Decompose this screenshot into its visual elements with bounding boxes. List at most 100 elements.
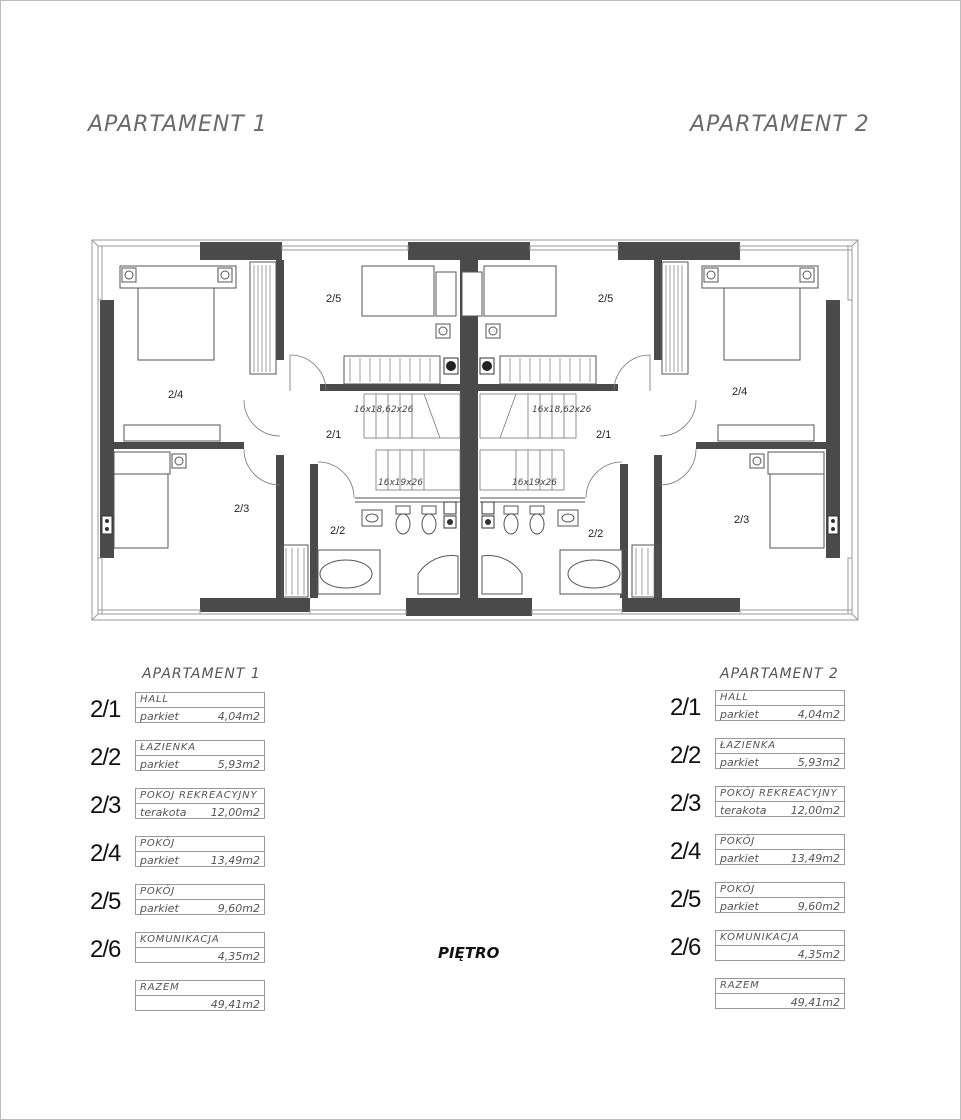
stair-dim-r-upper: 16x18,62x26 xyxy=(532,405,592,415)
desks xyxy=(123,424,815,442)
boiler-symbols xyxy=(443,357,495,375)
room-row: 2/6 KOMUNIKACJA 4,35m2 xyxy=(90,932,310,968)
room-area: 4,35m2 xyxy=(217,950,260,963)
room-name: KOMUNIKACJA xyxy=(720,932,800,943)
room-label-l-2-5: 2/5 xyxy=(326,293,341,305)
room-floor: parkiet xyxy=(720,852,759,865)
room-area: 13,49m2 xyxy=(790,852,840,865)
room-label-l-2-1: 2/1 xyxy=(326,429,341,441)
room-box: POKÓJ parkiet 9,60m2 xyxy=(135,884,265,916)
room-name: HALL xyxy=(720,692,749,703)
stair-dim-r-lower: 16x19x26 xyxy=(512,478,557,488)
room-area: 4,04m2 xyxy=(797,708,840,721)
room-floor: parkiet xyxy=(140,758,179,771)
room-box: KOMUNIKACJA 4,35m2 xyxy=(135,932,265,964)
room-label-r-2-2: 2/2 xyxy=(588,528,603,540)
total-area: 49,41m2 xyxy=(210,998,260,1011)
bathroom-fixtures xyxy=(317,505,623,595)
lamp-symbols xyxy=(121,267,815,469)
room-number: 2/5 xyxy=(670,886,701,913)
room-name: HALL xyxy=(140,694,169,705)
wardrobe-hatch xyxy=(253,265,683,595)
walls xyxy=(100,242,840,616)
room-box: HALL parkiet 4,04m2 xyxy=(715,690,845,722)
room-name: POKÓJ xyxy=(720,836,756,847)
room-row: 2/1 HALL parkiet 4,04m2 xyxy=(90,692,310,728)
room-area: 9,60m2 xyxy=(797,900,840,913)
room-box: ŁAZIENKA parkiet 5,93m2 xyxy=(135,740,265,772)
room-floor: terakota xyxy=(720,804,767,817)
room-row: 2/3 POKOJ REKREACYJNY terakota 12,00m2 xyxy=(90,788,310,824)
room-area: 13,49m2 xyxy=(210,854,260,867)
room-floor: parkiet xyxy=(140,854,179,867)
room-name: POKÓJ xyxy=(720,884,756,895)
room-row: 2/6 KOMUNIKACJA 4,35m2 xyxy=(670,930,890,966)
room-row: 2/2 ŁAZIENKA parkiet 5,93m2 xyxy=(90,740,310,776)
apartment-2-heading: APARTAMENT 2 xyxy=(690,112,870,137)
room-name: ŁAZIENKA xyxy=(140,742,196,753)
room-label-r-2-1: 2/1 xyxy=(596,429,611,441)
room-box: ŁAZIENKA parkiet 5,93m2 xyxy=(715,738,845,770)
stairs xyxy=(363,393,577,491)
room-number: 2/6 xyxy=(670,934,701,961)
room-name: ŁAZIENKA xyxy=(720,740,776,751)
room-name: POKÓJ xyxy=(140,838,176,849)
apartment-1-heading: APARTAMENT 1 xyxy=(88,112,268,137)
room-area: 12,00m2 xyxy=(210,806,260,819)
room-floor: parkiet xyxy=(140,902,179,915)
room-area: 5,93m2 xyxy=(797,756,840,769)
room-box: POKÓJ parkiet 9,60m2 xyxy=(715,882,845,914)
room-box: POKOJ REKREACYJNY terakota 12,00m2 xyxy=(135,788,265,820)
room-number: 2/6 xyxy=(90,936,121,963)
room-label-l-2-4: 2/4 xyxy=(168,389,183,401)
room-label-r-2-3: 2/3 xyxy=(734,514,749,526)
total-area: 49,41m2 xyxy=(790,996,840,1009)
room-number: 2/3 xyxy=(90,792,121,819)
total-label: RAZEM xyxy=(720,980,760,991)
room-number: 2/3 xyxy=(670,790,701,817)
room-box: POKÓJ parkiet 13,49m2 xyxy=(715,834,845,866)
room-number: 2/4 xyxy=(90,840,121,867)
room-row: 2/4 POKÓJ parkiet 13,49m2 xyxy=(670,834,890,870)
room-row: 2/1 HALL parkiet 4,04m2 xyxy=(670,690,890,726)
door-swings xyxy=(243,354,697,499)
beds xyxy=(113,265,825,549)
room-floor: parkiet xyxy=(720,708,759,721)
room-label-l-2-2: 2/2 xyxy=(330,525,345,537)
room-floor: terakota xyxy=(140,806,187,819)
room-number: 2/1 xyxy=(90,696,121,723)
room-number: 2/1 xyxy=(670,694,701,721)
room-area: 4,04m2 xyxy=(217,710,260,723)
room-box: HALL parkiet 4,04m2 xyxy=(135,692,265,724)
table-right-title: APARTAMENT 2 xyxy=(720,666,839,682)
room-number: 2/2 xyxy=(670,742,701,769)
room-label-l-2-3: 2/3 xyxy=(234,503,249,515)
room-floor: parkiet xyxy=(720,900,759,913)
total-row: RAZEM 49,41m2 xyxy=(670,978,890,1014)
room-area: 9,60m2 xyxy=(217,902,260,915)
table-left-title: APARTAMENT 1 xyxy=(142,666,261,682)
floor-plan: 2/5 2/4 2/1 2/3 2/2 2/5 2/4 2/1 2/3 2/2 … xyxy=(91,239,859,621)
floor-label: PIĘTRO xyxy=(438,944,500,962)
room-floor: parkiet xyxy=(140,710,179,723)
room-number: 2/2 xyxy=(90,744,121,771)
room-area: 5,93m2 xyxy=(217,758,260,771)
room-label-r-2-5: 2/5 xyxy=(598,293,613,305)
room-name: KOMUNIKACJA xyxy=(140,934,220,945)
room-area: 4,35m2 xyxy=(797,948,840,961)
electrical-symbols xyxy=(101,501,839,535)
room-floor: parkiet xyxy=(720,756,759,769)
interior-lines xyxy=(249,261,689,598)
room-row: 2/5 POKÓJ parkiet 9,60m2 xyxy=(670,882,890,918)
room-box: POKÓJ parkiet 13,49m2 xyxy=(135,836,265,868)
room-area: 12,00m2 xyxy=(790,804,840,817)
room-name: POKOJ REKREACYJNY xyxy=(140,790,258,801)
room-number: 2/4 xyxy=(670,838,701,865)
stair-dim-l-upper: 16x18,62x26 xyxy=(354,405,414,415)
room-box: KOMUNIKACJA 4,35m2 xyxy=(715,930,845,962)
stair-dim-l-lower: 16x19x26 xyxy=(378,478,423,488)
room-name: POKÓJ xyxy=(140,886,176,897)
